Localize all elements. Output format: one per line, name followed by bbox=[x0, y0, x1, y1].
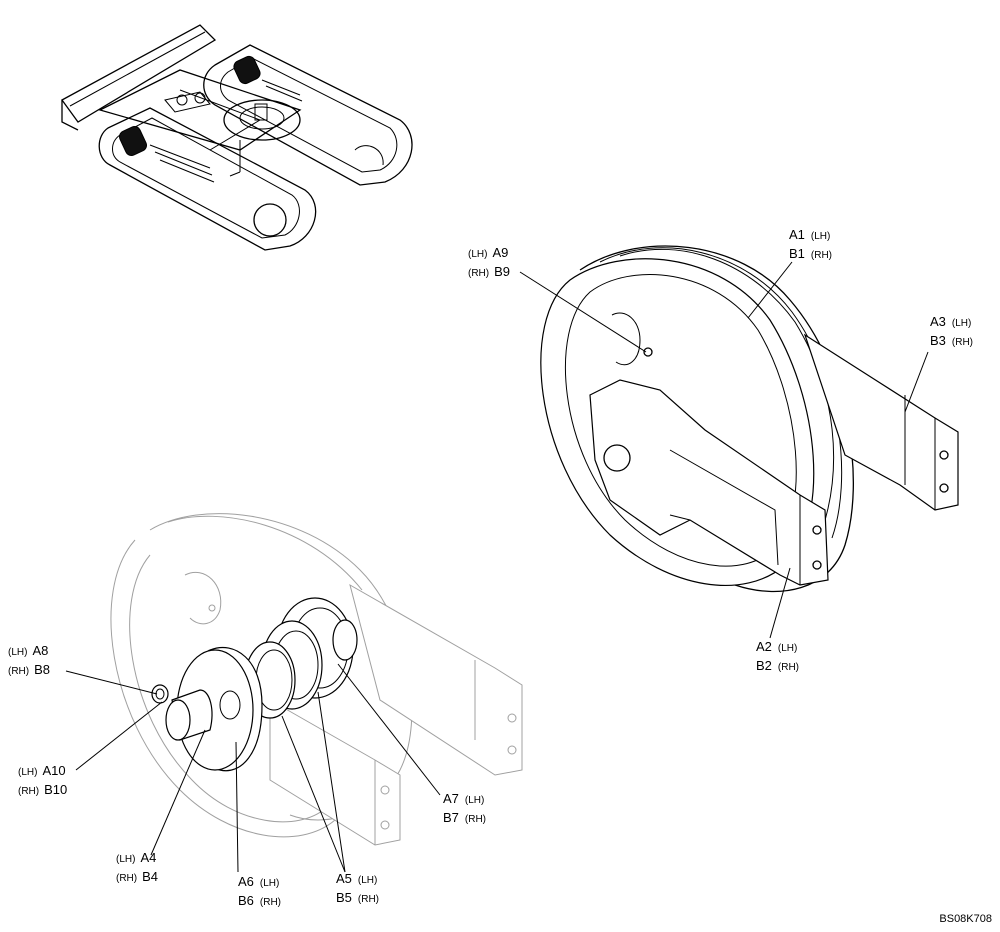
leader-a10 bbox=[75, 701, 163, 771]
leader-a9 bbox=[519, 271, 647, 353]
leader-a1 bbox=[747, 261, 793, 319]
label-b4: (RH)B4 bbox=[116, 869, 158, 884]
undercarriage-overview bbox=[61, 24, 413, 251]
leader-a5-left bbox=[281, 715, 346, 873]
label-a9: (LH)A9 bbox=[468, 245, 508, 260]
label-a4: (LH)A4 bbox=[116, 850, 156, 865]
assembled-idler bbox=[540, 245, 959, 593]
label-a3: A3(LH) bbox=[930, 314, 971, 329]
label-b8: (RH)B8 bbox=[8, 662, 50, 677]
label-a10: (LH)A10 bbox=[18, 763, 66, 778]
label-a6: A6(LH) bbox=[238, 874, 279, 889]
leader-lines bbox=[65, 261, 929, 873]
leader-a6 bbox=[235, 741, 239, 873]
label-b1: B1(RH) bbox=[789, 246, 832, 261]
exploded-idler bbox=[110, 513, 523, 846]
leader-a4 bbox=[150, 729, 206, 856]
label-a5: A5(LH) bbox=[336, 871, 377, 886]
label-a7: A7(LH) bbox=[443, 791, 484, 806]
label-b2: B2(RH) bbox=[756, 658, 799, 673]
label-b5: B5(RH) bbox=[336, 890, 379, 905]
label-a2: A2(LH) bbox=[756, 639, 797, 654]
label-b10: (RH)B10 bbox=[18, 782, 67, 797]
label-a8: (LH)A8 bbox=[8, 643, 48, 658]
label-b9: (RH)B9 bbox=[468, 264, 510, 279]
figure-code: BS08K708 bbox=[939, 913, 992, 925]
leader-a2 bbox=[769, 567, 791, 639]
leader-a8 bbox=[65, 670, 158, 695]
callout-labels: (LH)A9 (RH)B9 A1(LH) B1(RH) A3(LH) B3(RH… bbox=[8, 227, 992, 925]
leader-a7 bbox=[337, 663, 441, 796]
label-a1: A1(LH) bbox=[789, 227, 830, 242]
leader-a3 bbox=[904, 351, 929, 413]
leader-a5-right bbox=[317, 691, 346, 873]
label-b6: B6(RH) bbox=[238, 893, 281, 908]
label-b3: B3(RH) bbox=[930, 333, 973, 348]
label-b7: B7(RH) bbox=[443, 810, 486, 825]
